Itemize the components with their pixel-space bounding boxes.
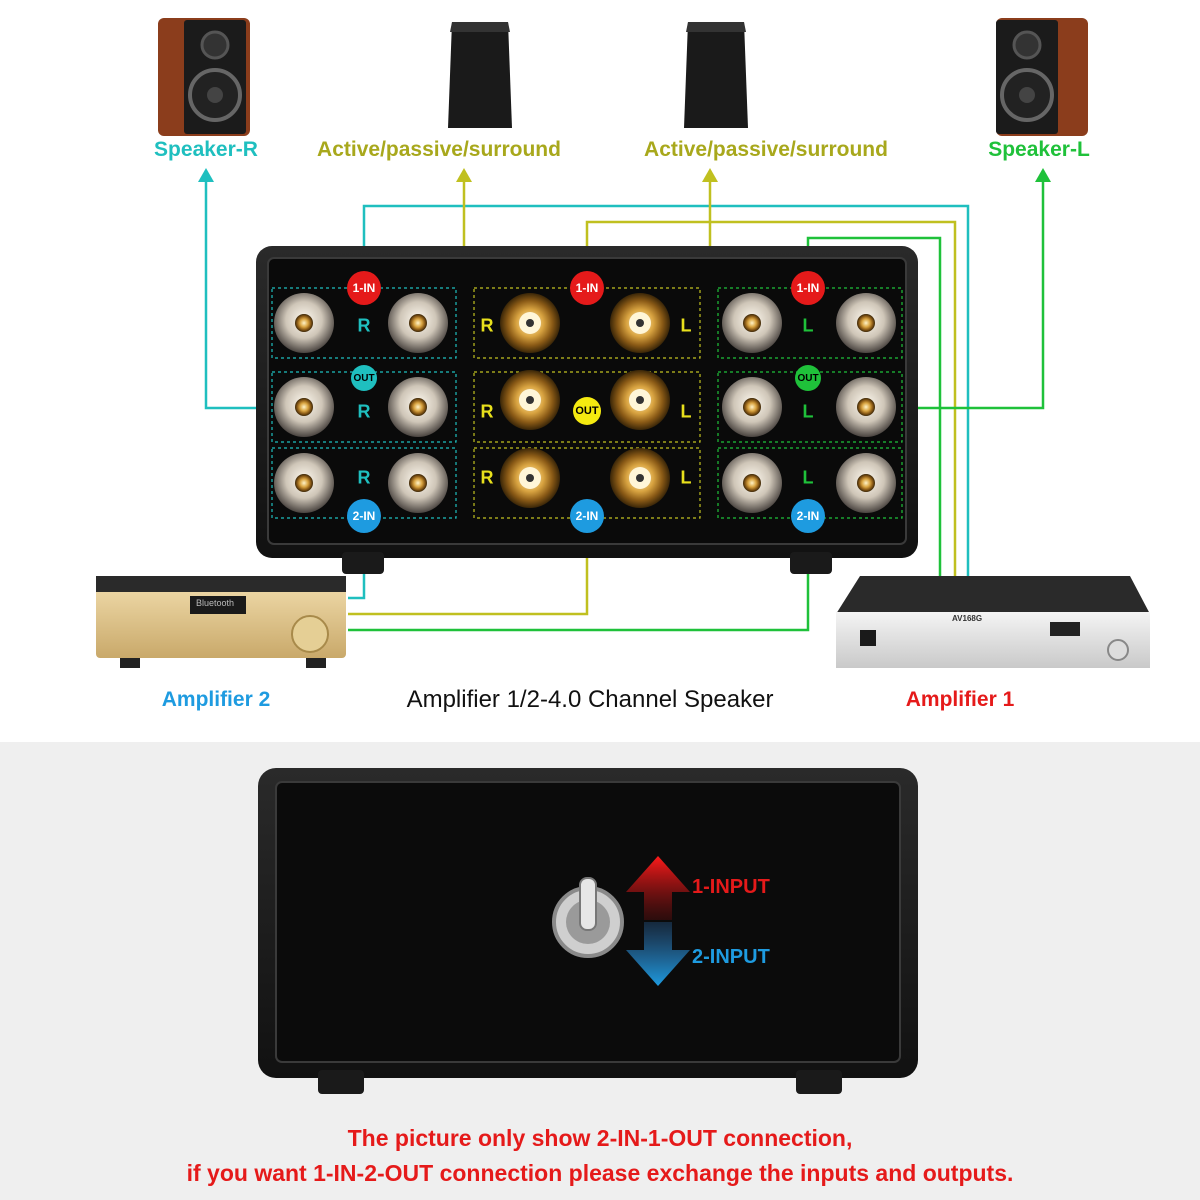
channel-r-2: R	[357, 401, 371, 422]
badge-out-right: OUT	[351, 365, 377, 391]
speaker-r-image	[158, 18, 250, 136]
surround-right-label: Active/passive/surround	[644, 138, 888, 161]
surround-speaker-left-image	[448, 22, 512, 128]
badge-in1-center: 1-IN	[570, 271, 604, 305]
channel-r-1: R	[357, 315, 371, 336]
input1-label: 1-INPUT	[692, 876, 770, 898]
speaker-r-label: Speaker-R	[154, 138, 258, 161]
badge-in2-right: 2-IN	[347, 499, 381, 533]
surround-speaker-right-image	[684, 22, 748, 128]
switch-direction-arrows	[626, 856, 690, 986]
amplifier-1-model: AV168G	[952, 614, 983, 623]
amplifier-2-image	[96, 576, 346, 668]
speaker-l-label: Speaker-L	[988, 138, 1090, 161]
badge-in2-left: 2-IN	[791, 499, 825, 533]
badge-out-center: OUT	[573, 397, 601, 425]
channel-r-6: R	[480, 467, 494, 488]
caption-line-1: The picture only show 2-IN-1-OUT connect…	[347, 1125, 853, 1151]
amplifier-2-label: Amplifier 2	[161, 688, 271, 711]
badge-in1-left: 1-IN	[791, 271, 825, 305]
channel-l-5: L	[802, 401, 814, 422]
channel-l-2: L	[680, 401, 692, 422]
surround-left-label: Active/passive/surround	[317, 138, 561, 161]
badge-in2-center: 2-IN	[570, 499, 604, 533]
diagram-title: Amplifier 1/2-4.0 Channel Speaker	[406, 686, 774, 713]
badge-in1-right: 1-IN	[347, 271, 381, 305]
badge-out-left: OUT	[795, 365, 821, 391]
channel-r-3: R	[357, 467, 371, 488]
channel-l-1: L	[680, 315, 692, 336]
channel-l-4: L	[802, 315, 814, 336]
amplifier-2-display: Bluetooth	[196, 598, 235, 608]
amplifier-1-label: Amplifier 1	[905, 688, 1015, 711]
channel-r-4: R	[480, 315, 494, 336]
toggle-switch[interactable]	[552, 877, 624, 958]
channel-l-3: L	[680, 467, 692, 488]
input2-label: 2-INPUT	[692, 946, 770, 968]
channel-l-6: L	[802, 467, 814, 488]
caption-line-2: if you want 1-IN-2-OUT connection please…	[186, 1160, 1014, 1186]
channel-r-5: R	[480, 401, 494, 422]
amplifier-1-image	[836, 576, 1150, 668]
speaker-l-image	[996, 18, 1088, 136]
